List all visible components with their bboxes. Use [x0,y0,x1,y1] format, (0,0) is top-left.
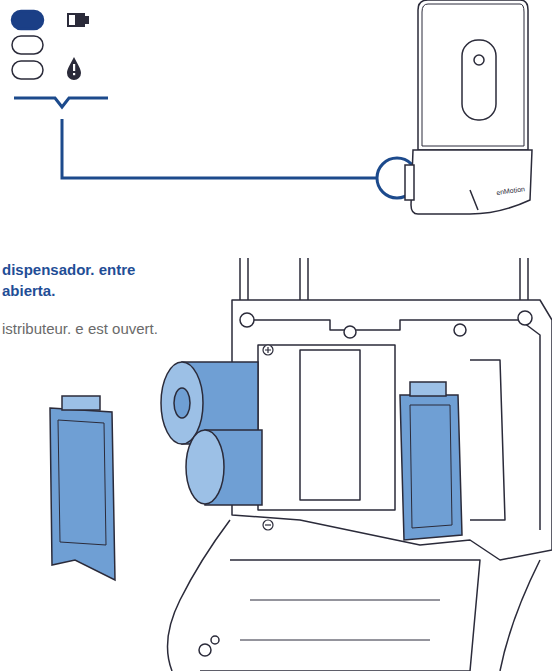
battery-door [400,382,462,540]
dispenser-exterior [405,0,532,214]
instruction-text-fr: istributeur. e est ouvert. [2,318,162,340]
battery-icon [67,13,89,27]
battery [186,430,262,505]
brand-name: enMotion [496,180,552,197]
indicator-led [12,61,43,79]
bracket [14,98,108,107]
polarity-mark [263,345,273,530]
refill-drop-icon [67,57,81,80]
removed-battery-door [50,396,115,580]
indicator-led-on [12,11,43,29]
leader-line [62,119,377,178]
indicator-led [12,36,43,54]
instruction-text-es: dispensador. entre abierta. [2,259,180,301]
dispenser-interior [168,258,552,671]
